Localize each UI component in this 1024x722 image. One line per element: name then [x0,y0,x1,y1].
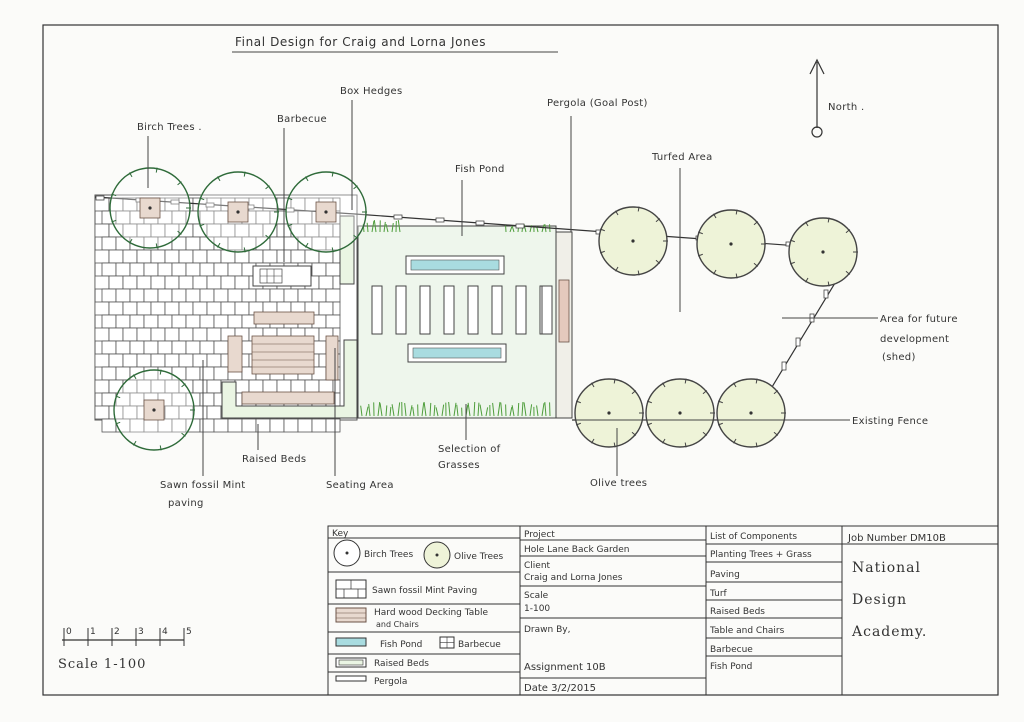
key-hardwood-1: Hard wood Decking Table [374,608,488,618]
component-item: Planting Trees + Grass [710,550,812,560]
label-barbecue: Barbecue [277,114,327,125]
birch-tree-3 [285,171,367,253]
stepping-stones [371,285,553,335]
job-number: Job Number DM10B [847,533,946,544]
label-seating-area: Seating Area [326,480,394,491]
project-value: Hole Lane Back Garden [524,545,630,555]
key-pergola: Pergola [374,677,407,687]
title-block [327,525,999,696]
label-birch-trees: Birch Trees . [137,122,202,133]
key-hardwood-2: and Chairs [376,620,419,629]
label-box-hedges: Box Hedges [340,86,403,97]
label-future-dev-1: Area for future [880,314,958,325]
component-item: Barbecue [710,645,753,655]
olive-tree-2 [696,209,766,279]
assignment: Assignment 10B [524,662,606,673]
drawn-by: Drawn By, [524,625,570,635]
client-label: Client [524,561,551,571]
olive-tree-5 [645,378,715,448]
north-label: North . [828,102,864,113]
scale-tick-4: 4 [162,627,168,637]
scale-tick-3: 3 [138,627,144,637]
label-sawn-paving-1: Sawn fossil Mint [160,480,245,491]
birch-tree-2 [197,171,279,253]
key-raised-beds-icon [335,657,367,668]
key-birch-trees: Birch Trees [364,550,413,560]
pergola [555,231,573,419]
label-fish-pond: Fish Pond [455,164,505,175]
company-line-1: National [852,560,921,576]
key-paving-icon [335,579,367,599]
component-item: Fish Pond [710,662,752,672]
key-heading: Key [332,529,349,539]
component-item: Table and Chairs [709,626,785,636]
scale-tick-2: 2 [114,627,120,637]
scale-tick-0: 0 [66,627,72,637]
decking-table-and-chairs [227,311,339,405]
key-raised-beds: Raised Beds [374,659,429,669]
company-line-3: Academy. [851,624,927,640]
olive-tree-1 [598,206,668,276]
components-heading: List of Components [710,532,797,542]
key-olive-trees: Olive Trees [454,552,504,562]
scale-field-value: 1-100 [524,604,550,614]
label-raised-beds: Raised Beds [242,454,306,465]
olive-tree-6 [716,378,786,448]
key-fish-pond-icon [335,637,367,647]
label-grasses-2: Grasses [438,460,480,471]
birch-tree-4 [113,369,195,451]
key-olive-tree-icon [423,541,451,569]
label-future-dev-3: (shed) [882,352,916,363]
label-grasses-1: Selection of [438,444,501,455]
olive-tree-4 [574,378,644,448]
north-arrow-icon [809,58,825,138]
scale-tick-1: 1 [90,627,96,637]
company-line-2: Design [852,592,907,608]
grasses-bottom [360,401,551,417]
project-label: Project [524,530,555,540]
barbecue [252,265,312,287]
label-turfed-area: Turfed Area [651,152,713,163]
label-sawn-paving-2: paving [168,498,204,509]
fish-pond [405,255,507,363]
drawing-title: Final Design for Craig and Lorna Jones [235,35,486,49]
scale-field-label: Scale [524,591,549,601]
birch-tree-1 [109,167,191,249]
key-pergola-icon [335,675,367,682]
date: Date 3/2/2015 [524,683,596,694]
label-pergola: Pergola (Goal Post) [547,98,648,109]
label-existing-fence: Existing Fence [852,416,928,427]
key-barbecue-icon [439,636,455,649]
label-future-dev-2: development [880,334,949,345]
scale-tick-5: 5 [186,627,192,637]
key-birch-tree-icon [333,539,361,567]
scale-bar: 0 1 2 3 4 5 [62,627,192,646]
leader-lines [147,100,878,476]
component-item: Turf [709,589,728,599]
client-value: Craig and Lorna Jones [524,573,623,583]
key-decking-icon [335,607,367,623]
olive-tree-3 [788,217,858,287]
component-item: Raised Beds [710,607,765,617]
component-item: Paving [710,570,740,580]
raised-beds [221,215,358,419]
key-barbecue: Barbecue [458,640,501,650]
key-fish-pond: Fish Pond [380,640,422,650]
key-sawn-paving: Sawn fossil Mint Paving [372,586,477,596]
label-olive-trees: Olive trees [590,478,647,489]
scale-label: Scale 1-100 [58,657,146,672]
